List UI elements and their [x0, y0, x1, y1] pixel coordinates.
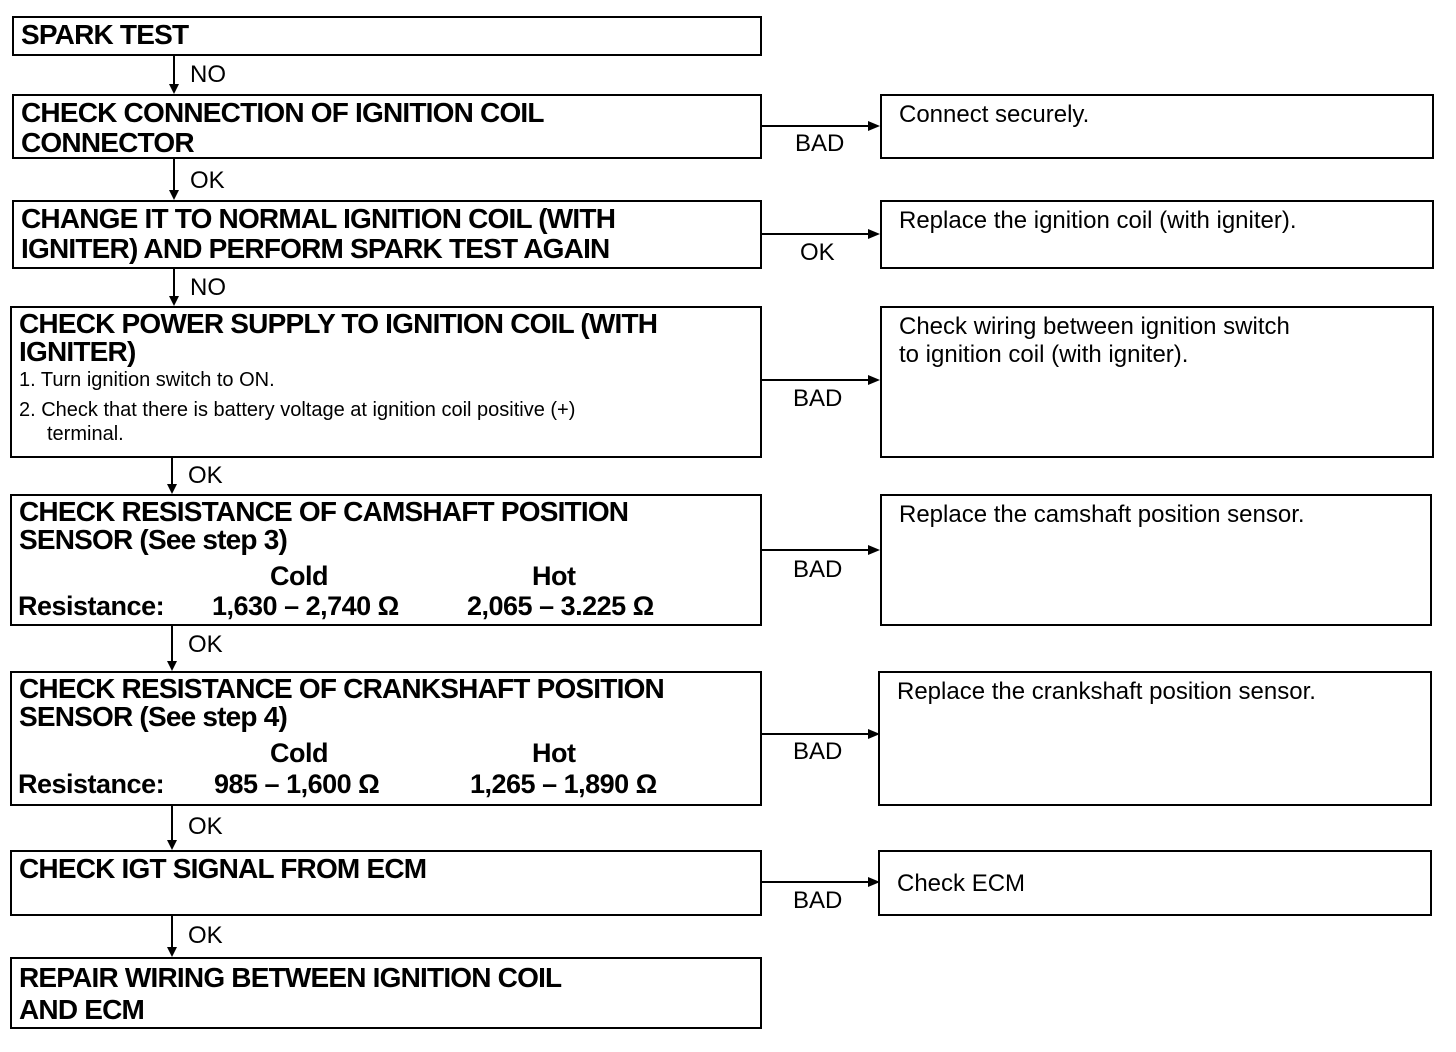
down-connector [171, 916, 173, 947]
step-title: CHECK RESISTANCE OF CAMSHAFT POSITION SE… [19, 496, 629, 555]
action-replace-camshaft-sensor: Replace the camshaft position sensor. [880, 494, 1432, 626]
right-arrow [868, 877, 880, 887]
action-text: Check ECM [897, 870, 1026, 897]
cold-value: 1,630 – 2,740 Ω [212, 591, 399, 621]
action-replace-crankshaft-sensor: Replace the crankshaft position sensor. [878, 671, 1432, 806]
branch-label: BAD [793, 887, 843, 914]
action-replace-coil: Replace the ignition coil (with igniter)… [880, 200, 1434, 269]
resistance-label: Resistance: [18, 591, 165, 621]
step-check-igt-signal: CHECK IGT SIGNAL FROM ECM [10, 850, 762, 916]
down-connector [173, 269, 175, 296]
step-title: CHECK CONNECTION OF IGNITION COIL CONNEC… [21, 97, 545, 158]
branch-label: BAD [793, 738, 843, 765]
step-check-power-supply: CHECK POWER SUPPLY TO IGNITION COIL (WIT… [10, 306, 762, 458]
step-title: REPAIR WIRING BETWEEN IGNITION COIL AND … [19, 962, 562, 1025]
step-title: CHANGE IT TO NORMAL IGNITION COIL (WITH … [21, 203, 616, 264]
branch-connector [762, 549, 868, 551]
step-item: terminal. [47, 423, 124, 445]
right-arrow [868, 229, 880, 239]
step-title: CHECK POWER SUPPLY TO IGNITION COIL (WIT… [19, 308, 658, 367]
branch-connector [762, 881, 868, 883]
branch-connector [762, 233, 868, 235]
branch-label: BAD [793, 556, 843, 583]
hot-value: 2,065 – 3.225 Ω [467, 591, 654, 621]
action-text: Replace the crankshaft position sensor. [897, 678, 1316, 705]
step-repair-wiring: REPAIR WIRING BETWEEN IGNITION COIL AND … [10, 957, 762, 1029]
down-arrow [169, 190, 179, 200]
step-crankshaft-resistance: CHECK RESISTANCE OF CRANKSHAFT POSITION … [10, 671, 762, 806]
down-arrow [167, 947, 177, 957]
action-check-ecm: Check ECM [878, 850, 1432, 916]
step-title: CHECK RESISTANCE OF CRANKSHAFT POSITION … [19, 673, 665, 732]
branch-connector [762, 379, 868, 381]
step-camshaft-resistance: CHECK RESISTANCE OF CAMSHAFT POSITION SE… [10, 494, 762, 626]
down-label: OK [188, 813, 223, 840]
branch-label: OK [800, 239, 835, 266]
down-label: NO [190, 274, 226, 301]
action-text: Check wiring between ignition switch to … [899, 313, 1290, 368]
down-arrow [167, 661, 177, 671]
down-label: NO [190, 61, 226, 88]
step-change-coil: CHANGE IT TO NORMAL IGNITION COIL (WITH … [12, 200, 762, 269]
hot-label: Hot [532, 561, 576, 591]
down-connector [171, 806, 173, 840]
action-check-wiring-switch: Check wiring between ignition switch to … [880, 306, 1434, 458]
action-connect-securely: Connect securely. [880, 94, 1434, 159]
step-item: 2. Check that there is battery voltage a… [19, 399, 576, 421]
action-text: Replace the ignition coil (with igniter)… [899, 207, 1297, 234]
action-text: Connect securely. [899, 101, 1090, 128]
branch-connector [762, 733, 868, 735]
step-item: 1. Turn ignition switch to ON. [19, 369, 275, 391]
down-arrow [169, 84, 179, 94]
step-title: CHECK IGT SIGNAL FROM ECM [19, 853, 427, 884]
hot-label: Hot [532, 738, 576, 768]
down-connector [173, 159, 175, 190]
action-text: Replace the camshaft position sensor. [899, 501, 1305, 528]
down-label: OK [188, 631, 223, 658]
down-label: OK [188, 462, 223, 489]
down-arrow [169, 296, 179, 306]
cold-label: Cold [270, 561, 329, 591]
down-connector [171, 458, 173, 484]
down-arrow [167, 484, 177, 494]
branch-label: BAD [795, 130, 845, 157]
step-spark-test: SPARK TEST [12, 16, 762, 56]
right-arrow [868, 545, 880, 555]
cold-value: 985 – 1,600 Ω [214, 769, 380, 799]
branch-label: BAD [793, 385, 843, 412]
right-arrow [868, 121, 880, 131]
step-check-coil-connector: CHECK CONNECTION OF IGNITION COIL CONNEC… [12, 94, 762, 159]
branch-connector [762, 125, 868, 127]
down-label: OK [188, 922, 223, 949]
down-arrow [167, 840, 177, 850]
right-arrow [868, 729, 880, 739]
cold-label: Cold [270, 738, 329, 768]
down-label: OK [190, 167, 225, 194]
down-connector [171, 626, 173, 661]
down-connector [173, 56, 175, 84]
right-arrow [868, 375, 880, 385]
step-title: SPARK TEST [21, 19, 189, 50]
hot-value: 1,265 – 1,890 Ω [470, 769, 657, 799]
resistance-label: Resistance: [18, 769, 165, 799]
